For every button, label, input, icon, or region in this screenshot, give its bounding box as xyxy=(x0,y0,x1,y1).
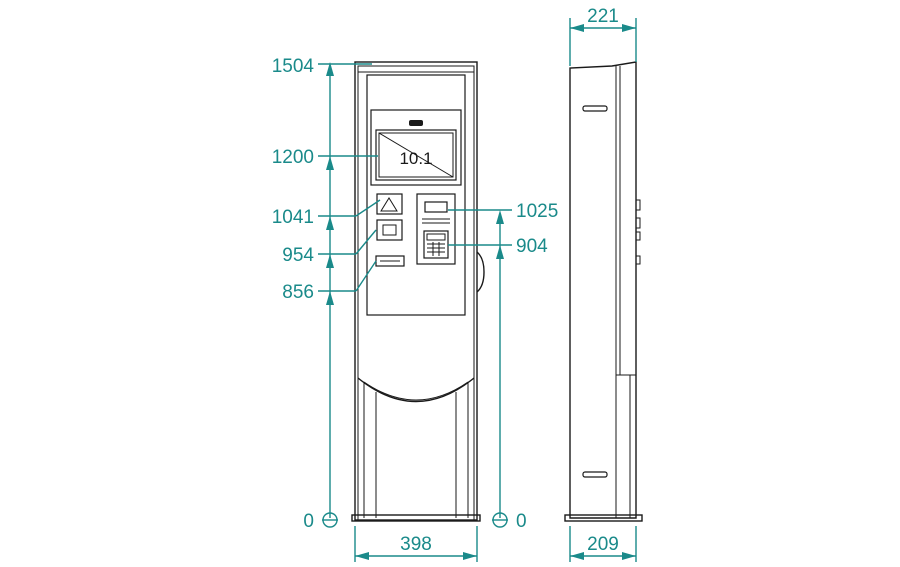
side-housing xyxy=(569,61,637,519)
dim-856-label: 856 xyxy=(282,282,314,303)
dim-zero-left-label: 0 xyxy=(303,511,314,532)
dim-954-label: 954 xyxy=(282,245,314,266)
front-arch xyxy=(357,377,475,403)
front-view: 10.1 xyxy=(351,61,485,522)
dim-904-label: 904 xyxy=(516,236,548,257)
dim-1200-label: 1200 xyxy=(272,147,314,168)
dim-221-label: 221 xyxy=(587,6,619,27)
card-reader-module xyxy=(376,219,403,241)
dim-1041-label: 1041 xyxy=(272,207,314,228)
dim-zero-right-label: 0 xyxy=(516,511,527,532)
dim-398-label: 398 xyxy=(400,534,432,555)
side-fittings xyxy=(635,199,641,265)
side-dimensions: 221 209 xyxy=(569,6,637,562)
dim-209-label: 209 xyxy=(587,534,619,555)
note-acceptor xyxy=(424,201,448,213)
dim-1504-label: 1504 xyxy=(272,56,315,77)
side-view xyxy=(564,61,643,522)
dim-1025-label: 1025 xyxy=(516,201,558,222)
side-handle-bottom xyxy=(582,471,608,478)
front-dimensions: 1504 1200 1041 954 856 0 1025 904 0 398 xyxy=(272,56,558,562)
side-handle-top xyxy=(582,105,608,112)
screen-size-label: 10.1 xyxy=(399,149,432,168)
